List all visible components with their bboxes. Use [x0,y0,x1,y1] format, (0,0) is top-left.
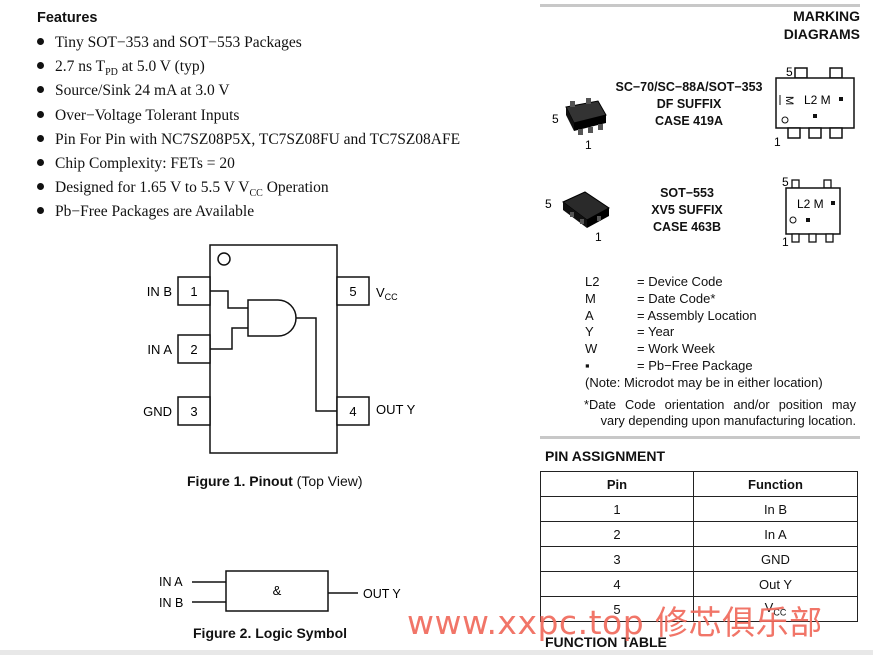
bullet-icon [37,38,44,45]
marking-footnote: *Date Code orientation and/or position m… [584,397,856,428]
svg-text:5: 5 [786,65,793,79]
svg-text:1: 1 [585,138,592,151]
pin-label-in-b: IN B [147,284,172,299]
pin-number-2: 2 [190,342,197,357]
legend-row: M= Date Code* [585,290,716,306]
legend-row: A= Assembly Location [585,307,757,323]
logic-gate-box [225,570,329,612]
top-rule [540,4,860,7]
pin-number-1: 1 [190,284,197,299]
bottom-edge [0,650,873,655]
figure2-caption: Figure 2. Logic Symbol [193,625,348,641]
legend-note: (Note: Microdot may be in either locatio… [585,374,823,390]
bullet-icon [37,134,44,142]
pin-number-3: 3 [190,404,197,419]
feature-item: Pb−Free Packages are Available [37,200,460,224]
pin-assignment-title: PIN ASSIGNMENT [545,448,666,464]
bullet-icon [37,86,44,94]
svg-text:5: 5 [782,175,789,189]
bullet-icon [37,158,44,166]
marking-title: MARKING DIAGRAMS [783,8,860,42]
features-heading: Features [37,10,98,26]
features-list: Tiny SOT−353 and SOT−553 Packages 2.7 ns… [37,31,460,225]
legend-row: W= Work Week [585,341,715,357]
svg-text:5: 5 [545,197,552,211]
wire-in-b [210,290,248,309]
feature-item: Over−Voltage Tolerant Inputs [37,104,460,128]
package1-chip-image: 5 1 [552,98,607,151]
pin-box-1 [177,276,211,306]
legend-row: Y= Year [585,324,675,340]
and-gate-symbol [247,299,297,337]
section-rule [540,436,860,439]
pin1-dot-icon [217,252,231,266]
bullet-icon [37,110,44,118]
package1-label: SC−70/SC−88A/SOT−353 DF SUFFIX CASE 419A [615,80,763,128]
feature-item: Designed for 1.65 V to 5.5 V VCC Operati… [37,176,460,200]
logic-symbol: IN A IN B & OUT Y [159,570,401,612]
svg-text:5: 5 [552,112,559,126]
package2-marking-diagram: 5 L2 M 1 [782,175,841,249]
wire-out [296,317,337,412]
pin-box-3 [177,396,211,426]
pin-label-gnd: GND [143,404,172,419]
package1-marking-diagram: 5 M L2 M 1 [774,65,855,148]
figure1-caption: Figure 1. Pinout (Top View) [187,473,363,489]
logic-gate-label: & [273,583,282,598]
bullet-icon [37,62,44,70]
logic-out-label: OUT Y [363,587,401,601]
svg-text:L2 M: L2 M [797,197,824,211]
package2-label: SOT−553 XV5 SUFFIX CASE 463B [651,186,723,234]
pin-label-in-a: IN A [147,342,172,357]
svg-text:1: 1 [774,135,781,148]
column-header-function: Function [693,471,858,497]
svg-text:1: 1 [782,235,789,249]
svg-text:1: 1 [595,230,602,244]
watermark: www.xxpc.top 修芯俱乐部 [407,603,823,642]
legend-row: L2= Device Code [585,274,723,289]
svg-text:M: M [783,96,795,105]
pin-box-5 [336,276,370,306]
bullet-icon [37,207,44,215]
column-header-pin: Pin [540,471,694,497]
legend-row: ▪= Pb−Free Package [585,357,753,373]
pinout-diagram: 1 2 3 5 4 IN B IN A GND OUT Y VCC [143,244,416,454]
feature-item: Tiny SOT−353 and SOT−553 Packages [37,31,460,55]
logic-in-a-label: IN A [159,575,183,589]
pin-label-vcc: VCC [376,285,398,302]
svg-text:L2 M: L2 M [804,93,831,107]
pin-number-5: 5 [349,284,356,299]
feature-item: Chip Complexity: FETs = 20 [37,152,460,176]
bullet-icon [37,183,44,191]
logic-in-b-label: IN B [159,596,183,610]
pin-number-4: 4 [349,404,356,419]
feature-item: Source/Sink 24 mA at 3.0 V [37,79,460,103]
wire-in-a [210,327,248,350]
package2-chip-image: 5 1 [545,191,610,244]
table-header-row: Pin Function [540,471,858,497]
feature-item: Pin For Pin with NC7SZ08P5X, TC7SZ08FU a… [37,128,460,152]
function-table-title: FUNCTION TABLE [545,634,667,650]
feature-item: 2.7 ns TPD at 5.0 V (typ) [37,55,460,79]
marking-legend: L2= Device Code M= Date Code* A= Assembl… [585,274,865,392]
pin-label-out-y: OUT Y [376,402,416,417]
